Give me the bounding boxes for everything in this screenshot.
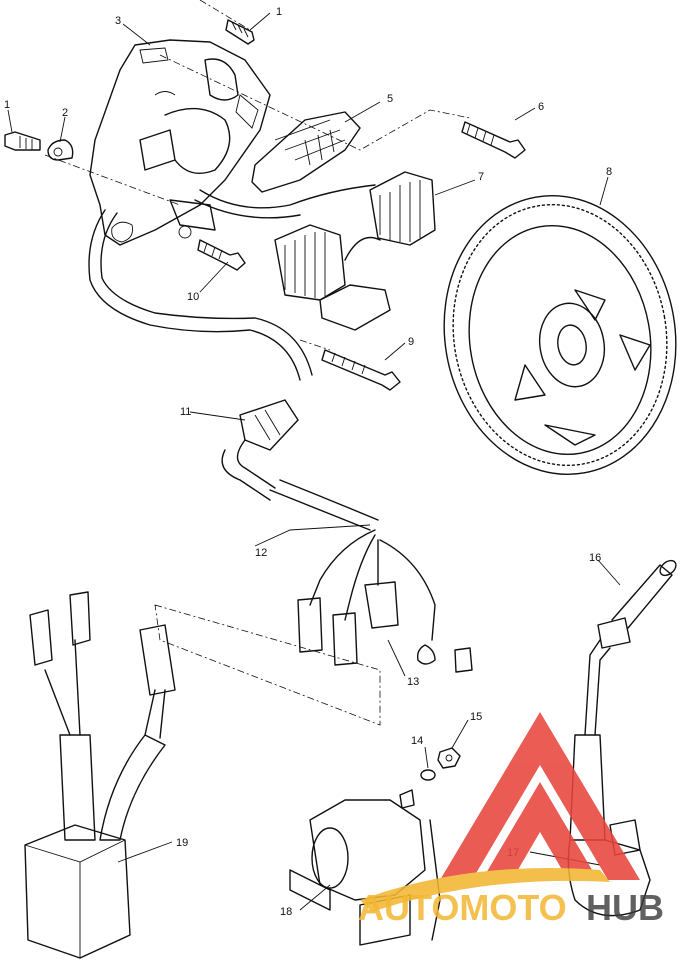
callout-1-top: 1 xyxy=(276,6,282,18)
clip-washer xyxy=(47,139,74,161)
watermark-triangle-inner xyxy=(482,782,598,880)
stator-plate xyxy=(89,39,271,246)
pulser-coil xyxy=(251,111,361,193)
watermark-text: AUTOMOTO HUB xyxy=(358,887,664,928)
watermark-triangle-outer xyxy=(440,712,640,880)
screw-top xyxy=(225,19,255,45)
callout-19: 19 xyxy=(176,837,188,849)
watermark-logo xyxy=(360,712,640,912)
alignment-lines xyxy=(44,0,471,726)
bolt-9 xyxy=(321,349,401,391)
callout-13: 13 xyxy=(407,676,419,688)
callout-labels: 1 1 2 3 5 6 7 8 9 10 11 12 13 14 15 16 1… xyxy=(4,6,612,918)
callout-12: 12 xyxy=(255,547,267,559)
callout-15: 15 xyxy=(470,711,482,723)
watermark-brand-part2: HUB xyxy=(586,887,664,928)
watermark-swoosh xyxy=(360,868,610,912)
watermark-brand-part1: AUTOMOTO xyxy=(358,887,567,928)
callout-11: 11 xyxy=(180,406,191,418)
callout-1-left: 1 xyxy=(4,99,10,111)
callout-7: 7 xyxy=(478,171,484,183)
charging-coil xyxy=(274,171,436,331)
callout-18: 18 xyxy=(280,906,292,918)
callout-6: 6 xyxy=(538,101,544,113)
stator-wires xyxy=(88,184,376,381)
callout-5: 5 xyxy=(387,93,393,105)
washer-14 xyxy=(420,769,436,781)
callout-16: 16 xyxy=(589,552,601,564)
harness-connector xyxy=(221,399,379,531)
callout-14: 14 xyxy=(411,735,423,747)
harness-terminals xyxy=(297,529,473,673)
callout-10: 10 xyxy=(187,291,199,303)
bolt-10 xyxy=(197,239,246,271)
callout-2: 2 xyxy=(62,107,68,119)
callout-9: 9 xyxy=(408,336,414,348)
callout-3: 3 xyxy=(115,15,121,27)
screw-left xyxy=(4,131,41,151)
nut-15 xyxy=(437,747,461,769)
cdi-box xyxy=(24,591,176,959)
callout-8: 8 xyxy=(606,166,612,178)
flywheel xyxy=(443,194,677,476)
bolt-6 xyxy=(461,121,526,159)
